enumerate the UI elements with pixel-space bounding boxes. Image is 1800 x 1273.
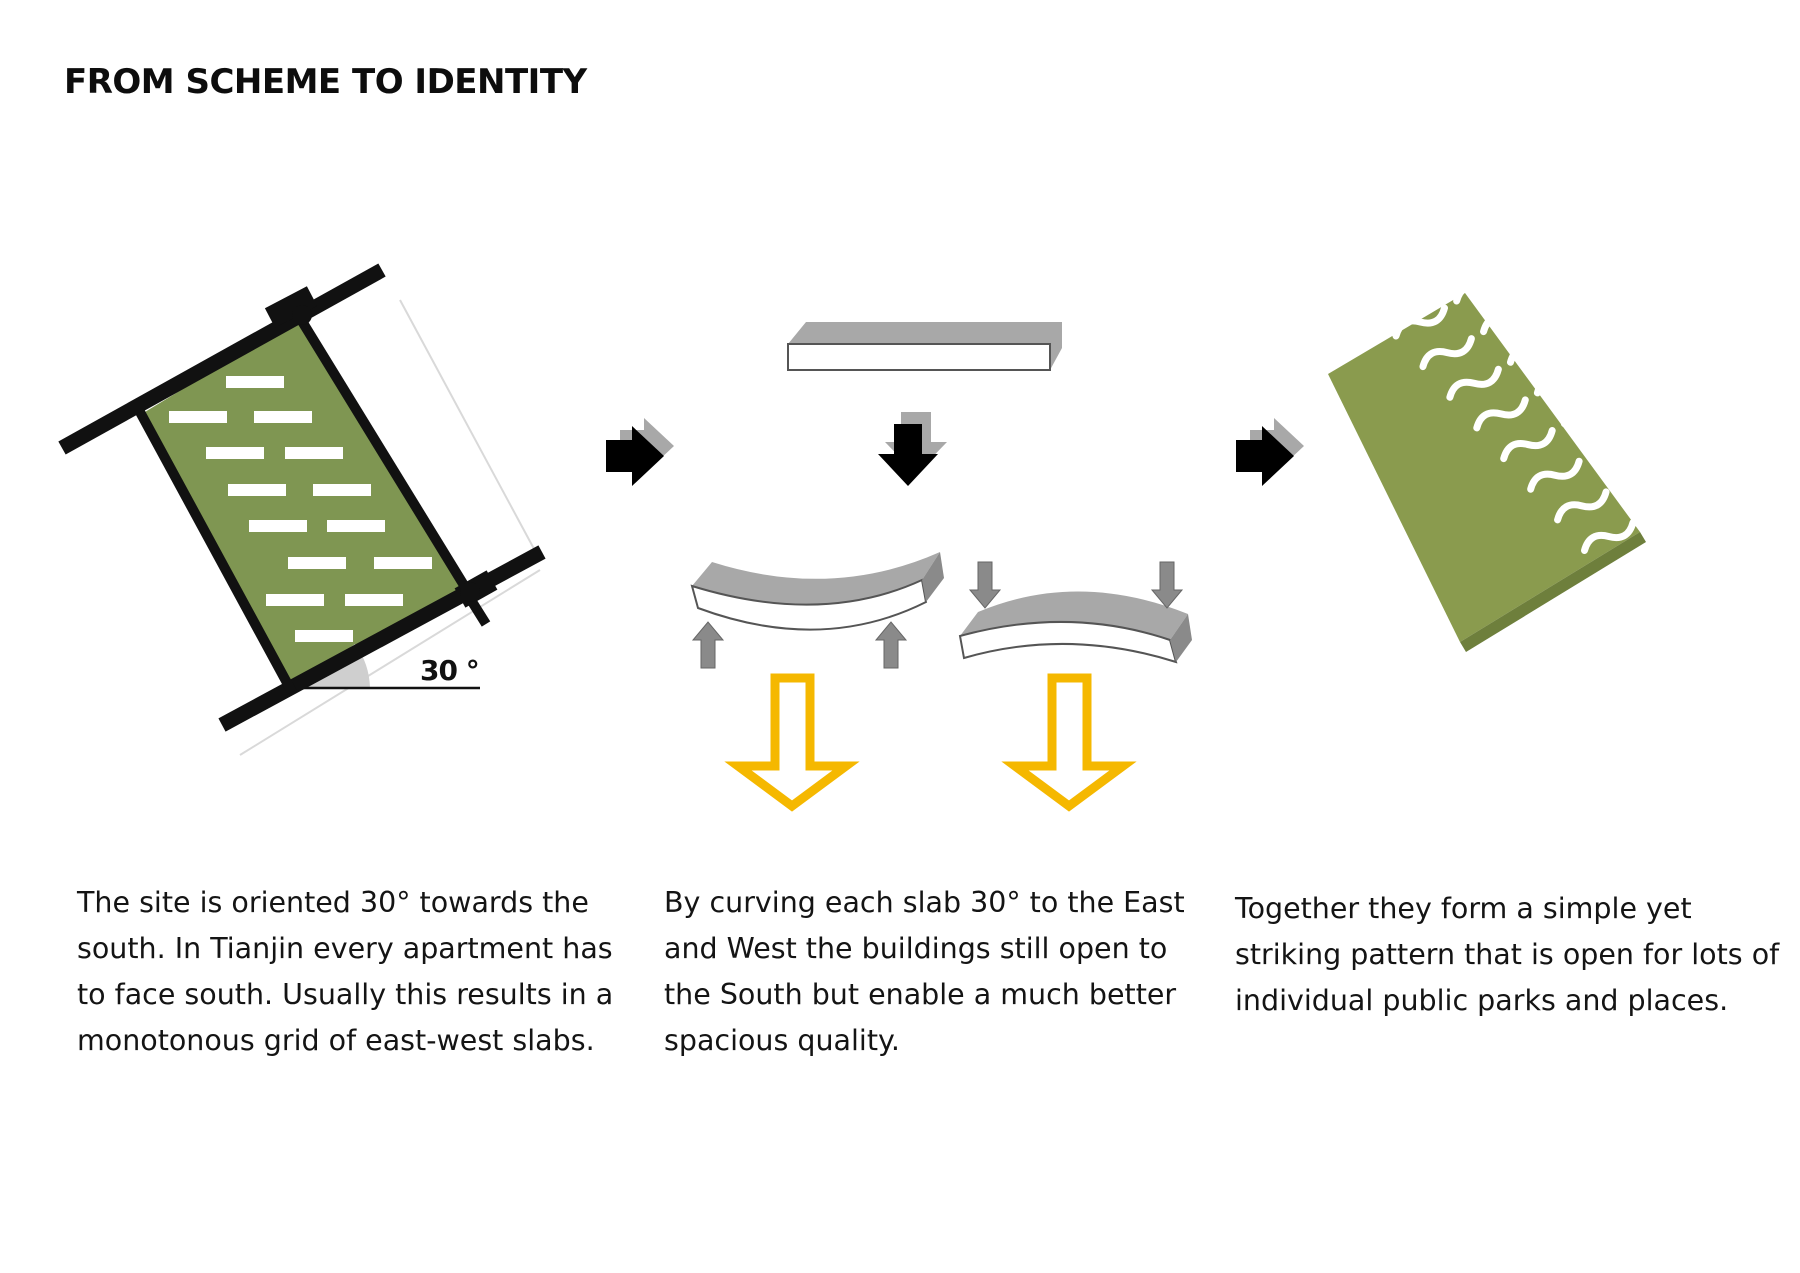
concave-slab (690, 552, 944, 631)
straight-slab (787, 322, 1062, 371)
convex-slab (958, 591, 1192, 664)
wave-row (1580, 483, 1698, 554)
slab-block (206, 447, 264, 459)
slab-block (374, 557, 432, 569)
wave-row (1419, 265, 1597, 371)
page-title: FROM SCHEME TO IDENTITY (64, 62, 587, 102)
wave-row (1392, 269, 1509, 340)
slab-block (169, 411, 227, 423)
slab-block (254, 411, 312, 423)
caption-curving-slabs: By curving each slab 30° to the East and… (664, 886, 1185, 1057)
road-network (58, 263, 546, 732)
wave-row (1500, 357, 1677, 463)
up-force-arrow-left (691, 621, 725, 669)
slab-block (226, 376, 284, 388)
result-arrows (724, 673, 1137, 812)
slab-block (313, 484, 371, 496)
step-arrow-right-1 (606, 418, 674, 486)
road-junction (292, 305, 312, 325)
slab-bending-diagram (690, 322, 1192, 812)
angle-label: 30 ° (420, 654, 479, 687)
wave-row (1473, 326, 1651, 432)
caption-pattern: Together they form a simple yet striking… (1235, 892, 1780, 1017)
force-arrows (691, 561, 1184, 669)
road-junction (460, 582, 480, 602)
pattern-green-surface (1328, 293, 1640, 642)
slab-block (327, 520, 385, 532)
site-plan: 30 ° (58, 263, 546, 756)
caption-site-orientation: The site is oriented 30° towards the sou… (77, 886, 614, 1057)
pattern-block (1328, 265, 1731, 652)
wave-pattern (1392, 265, 1731, 554)
result-arrow-left (724, 673, 860, 812)
result-arrow-right (1001, 673, 1137, 812)
slab-block (249, 520, 307, 532)
slab-grid (169, 376, 432, 642)
wave-row (1446, 295, 1624, 401)
slab-block (295, 630, 353, 642)
down-force-arrow-right (1150, 561, 1184, 609)
down-arrow (878, 412, 947, 486)
wave-row (1527, 387, 1704, 493)
slab-block (345, 594, 403, 606)
step-arrow-right-2 (1236, 418, 1304, 486)
orientation-guide-line (239, 569, 541, 756)
orientation-guide-line (399, 299, 541, 561)
up-force-arrow-right (874, 621, 908, 669)
slab-block (285, 447, 343, 459)
down-force-arrow-left (968, 561, 1002, 609)
slab-block (228, 484, 286, 496)
slab-block (288, 557, 346, 569)
wave-row (1554, 418, 1731, 524)
pattern-green-edge (1460, 532, 1646, 652)
slab-block (266, 594, 324, 606)
